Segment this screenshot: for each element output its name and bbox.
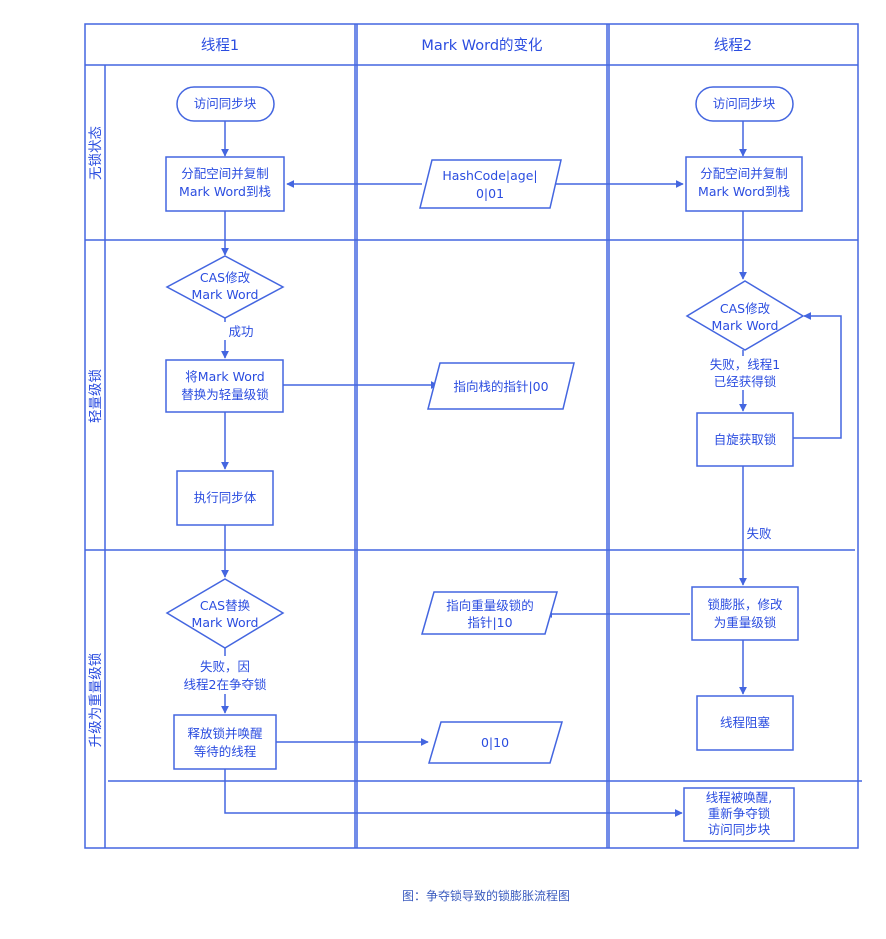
t1-replace-node: 将Mark Word 替换为轻量级锁 [165, 359, 284, 413]
t1-access-sync-label: 访问同步块 [194, 96, 257, 111]
column-header-thread1: 线程1 [201, 37, 239, 54]
t1-release-node: 释放锁并唤醒 等待的线程 [173, 714, 277, 770]
t2-blocked-label: 线程阻塞 [720, 715, 771, 730]
lane-label-lightweight: 轻量级锁 [88, 369, 104, 423]
t1-cas-modify-label-line2: Mark Word [192, 287, 259, 302]
t2-cas-modify-label-line2: Mark Word [712, 318, 779, 333]
t1-fail-note-line1: 失败，因 [200, 659, 250, 674]
mw-zero10-label: 0|10 [481, 735, 509, 750]
t1-replace-label-line2: 替换为轻量级锁 [181, 387, 269, 402]
t2-cas-modify-decision: CAS修改 Mark Word [685, 280, 805, 351]
mw-heavy-ptr-parallelogram: 指向重量级锁的 指针|10 [421, 591, 558, 635]
t1-exec-body-label: 执行同步体 [194, 490, 257, 505]
t1-cas-replace-label-line2: Mark Word [192, 615, 259, 630]
t2-cas-modify-label-line1: CAS修改 [720, 301, 771, 316]
t2-access-sync-label: 访问同步块 [713, 96, 776, 111]
t2-access-sync-node: 访问同步块 [695, 86, 794, 122]
t1-access-sync-node: 访问同步块 [176, 86, 275, 122]
mw-heavy-ptr-line2: 指针|10 [467, 615, 512, 630]
t2-alloc-label-line1: 分配空间并复制 [700, 166, 788, 181]
t2-awakened-line1: 线程被唤醒, [706, 790, 772, 805]
column-header-thread2: 线程2 [714, 37, 752, 54]
t2-inflate-label-line1: 锁膨胀，修改 [707, 597, 783, 612]
t2-inflate-node: 锁膨胀，修改 为重量级锁 [691, 586, 799, 641]
t1-cas-modify-label-line1: CAS修改 [200, 270, 251, 285]
mw-hashcode-parallelogram: HashCode|age| 0|01 [419, 159, 562, 209]
t2-inflate-label-line2: 为重量级锁 [714, 615, 777, 630]
t2-awakened-line2: 重新争夺锁 [708, 806, 771, 821]
mw-stack-ptr-parallelogram: 指向栈的指针|00 [427, 362, 575, 410]
t1-replace-label-line1: 将Mark Word [185, 369, 264, 384]
mw-zero10-parallelogram: 0|10 [427, 721, 564, 764]
t2-alloc-label-line2: Mark Word到栈 [698, 184, 790, 199]
t1-cas-replace-label-line1: CAS替换 [200, 598, 251, 613]
t2-blocked-node: 线程阻塞 [696, 695, 794, 751]
t2-fail-acquired-line1: 失败，线程1 [710, 357, 780, 372]
swimlane-frame [84, 23, 862, 849]
mw-stack-ptr-label: 指向栈的指针|00 [453, 379, 548, 394]
t1-exec-body-node: 执行同步体 [176, 470, 274, 526]
t1-cas-replace-decision: CAS替换 Mark Word [165, 578, 285, 649]
mw-hashcode-line1: HashCode|age| [442, 168, 537, 183]
t1-success-label: 成功 [228, 324, 253, 339]
t1-fail-note-line2: 线程2在争夺锁 [184, 677, 267, 692]
t2-awakened-node: 线程被唤醒, 重新争夺锁 访问同步块 [683, 787, 795, 842]
t2-alloc-node: 分配空间并复制 Mark Word到栈 [685, 156, 803, 212]
t2-awakened-line3: 访问同步块 [708, 822, 771, 837]
lane-label-heavyweight: 升级为重量级锁 [88, 653, 104, 748]
figure-caption: 图：争夺锁导致的锁膨胀流程图 [402, 888, 570, 903]
t1-release-label-line1: 释放锁并唤醒 [187, 726, 263, 741]
lane-label-unlocked: 无锁状态 [88, 126, 104, 180]
column-header-markword: Mark Word的变化 [421, 37, 542, 54]
t2-spin-node: 自旋获取锁 [696, 412, 794, 467]
mw-hashcode-line2: 0|01 [476, 186, 504, 201]
t1-release-label-line2: 等待的线程 [194, 744, 257, 759]
t2-fail-acquired-line2: 已经获得锁 [714, 374, 777, 389]
t2-fail-label: 失败 [746, 526, 772, 541]
t1-alloc-label-line1: 分配空间并复制 [181, 166, 269, 181]
mw-heavy-ptr-line1: 指向重量级锁的 [446, 598, 534, 613]
t2-spin-label: 自旋获取锁 [714, 432, 777, 447]
t1-cas-modify-decision: CAS修改 Mark Word [165, 255, 285, 319]
t1-alloc-label-line2: Mark Word到栈 [179, 184, 271, 199]
t1-alloc-node: 分配空间并复制 Mark Word到栈 [165, 156, 285, 212]
